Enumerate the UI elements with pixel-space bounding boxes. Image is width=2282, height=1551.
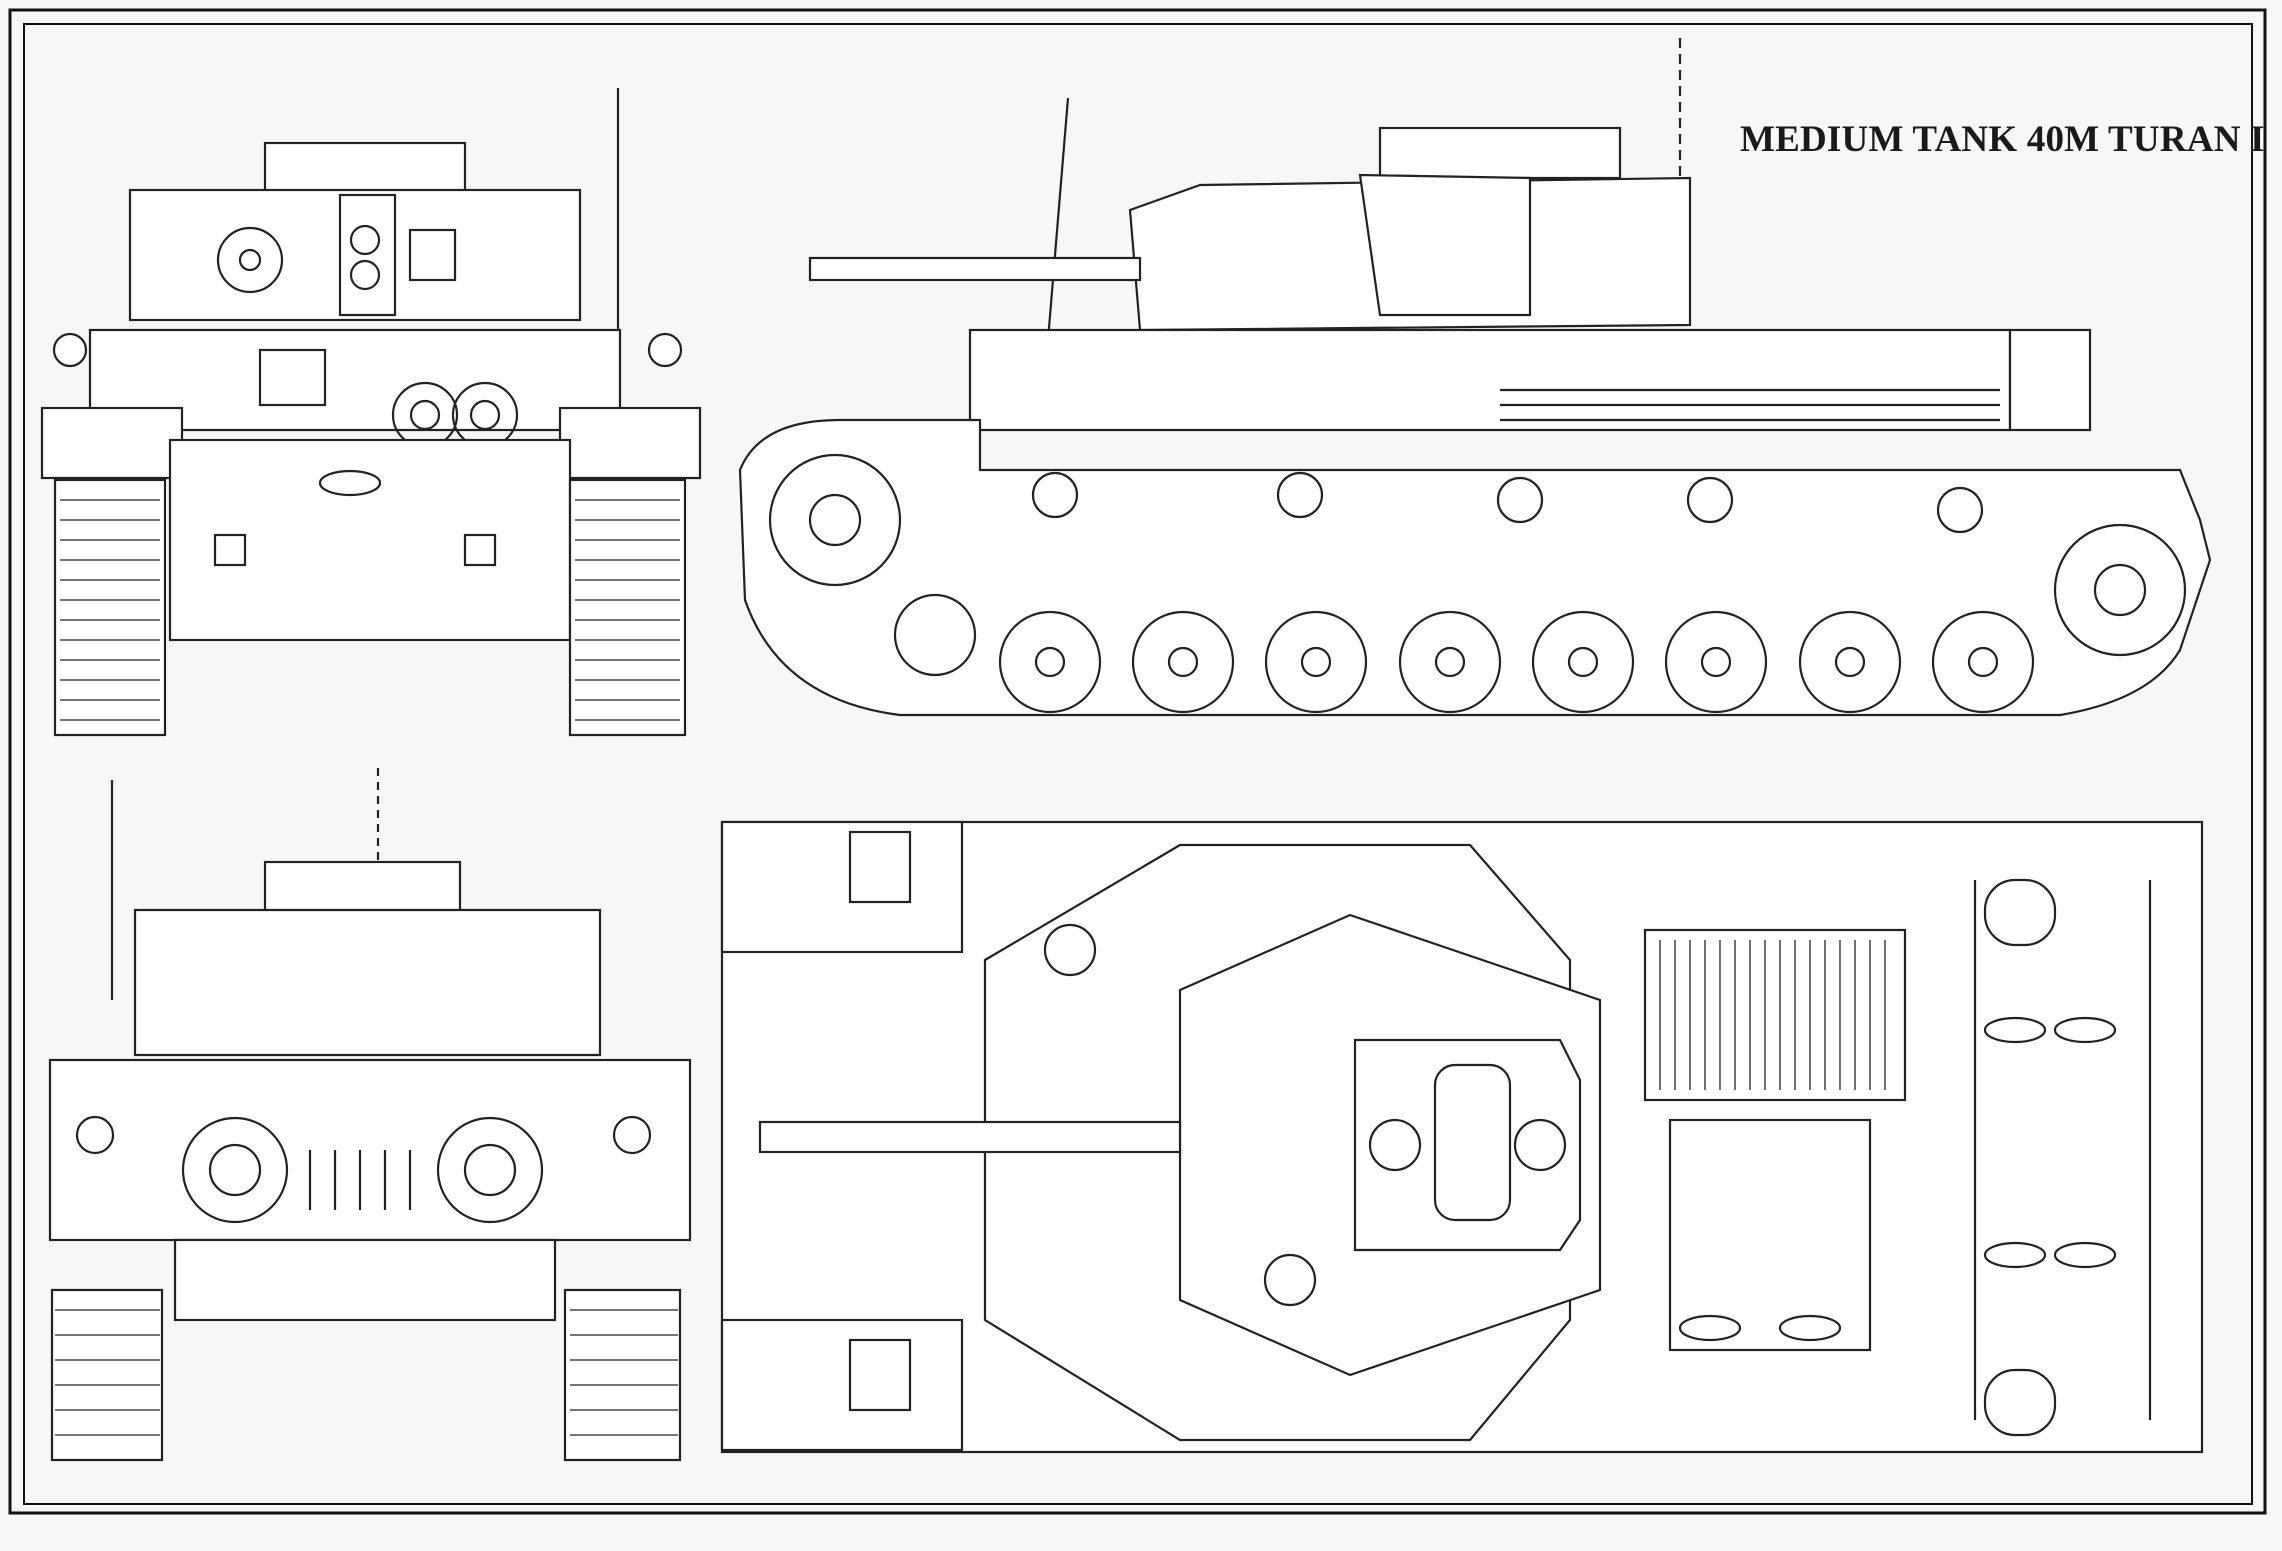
top-view xyxy=(720,820,2204,1454)
outer-frame xyxy=(8,8,2267,1515)
rear-sprocket xyxy=(2053,523,2187,657)
cupola xyxy=(1353,1038,1582,1252)
main-gun xyxy=(758,1120,1182,1154)
side-view xyxy=(738,38,2212,717)
front-track-links xyxy=(60,499,680,721)
idler-wheel xyxy=(893,593,977,677)
drive-sprocket xyxy=(768,453,902,587)
return-rollers xyxy=(1031,471,1984,534)
inner-frame xyxy=(23,23,2253,1505)
engine-grille xyxy=(1643,928,1907,1102)
rear-view xyxy=(48,768,692,1462)
drawing-title: MEDIUM TANK 40M TURAN I xyxy=(1740,119,2265,160)
front-view xyxy=(40,88,702,737)
road-wheels xyxy=(998,610,2035,714)
